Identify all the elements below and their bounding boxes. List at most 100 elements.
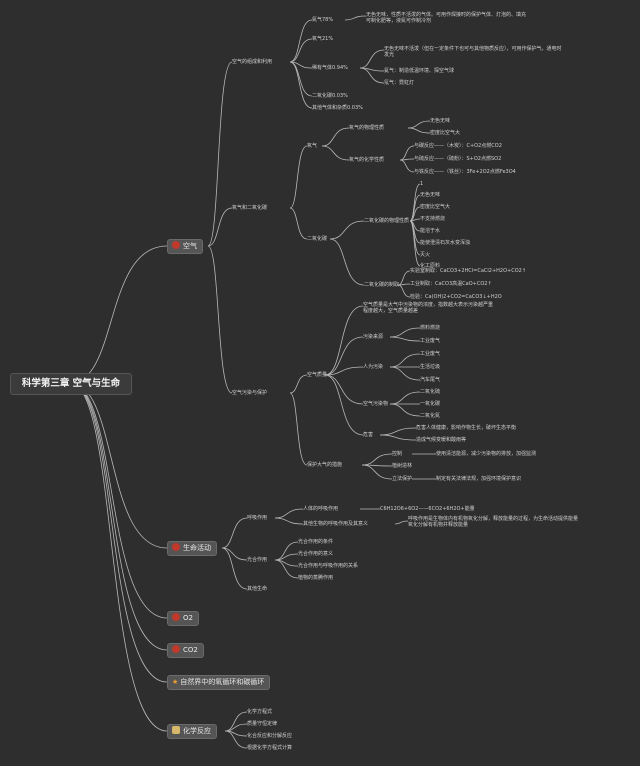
connector-line [274,541,299,561]
bag-icon [172,726,180,734]
node-source-2[interactable]: 工业废气 [420,338,441,344]
node-human-pollution[interactable]: 人为污染 [363,364,384,370]
node-type-2[interactable]: 一氧化碳 [420,401,441,407]
node-type-1[interactable]: 二氧化硫 [420,389,441,395]
node-n2[interactable]: 氮气78% [312,17,334,23]
node-oxygen[interactable]: 氧气 [307,143,318,149]
node-o2-physical[interactable]: 氧气的物理性质 [349,125,385,131]
node-pollution[interactable]: 空气污染与保护 [232,390,268,396]
node-protect-measures[interactable]: 保护大气的措施 [307,462,343,468]
node-harm[interactable]: 危害 [363,432,374,438]
node-rare-note[interactable]: 无色无味不活泼（但在一定条件下也可与其他物质反应），可用作保护气，通电时发光 [384,46,620,58]
node-co2-prep-3[interactable]: 检验：Ca(OH)2+CO2=CaCO3↓+H2O [410,294,502,300]
connector-line [329,220,365,240]
node-measure-3-note[interactable]: 制定有关法律法规，加强环境保护意识 [436,476,522,482]
node-co2-physical[interactable]: 二氧化碳的物理性质 [364,218,410,224]
node-source-1[interactable]: 燃料燃烧 [420,325,441,331]
topic-o2[interactable]: O2 [167,611,199,626]
node-type-3[interactable]: 二氧化氮 [420,413,441,419]
topic-air[interactable]: 空气 [167,239,203,254]
node-o2-chem-1[interactable]: 与碳反应——（木炭）：C+O2点燃CO2 [414,143,502,149]
connector-line [324,374,364,436]
connector-line [289,19,313,63]
node-human-3[interactable]: 汽车尾气 [420,377,441,383]
node-composition[interactable]: 空气的组成和利用 [232,59,273,65]
node-o2-chem-2[interactable]: 与硫反应——（硫粉）：S+O2点燃SO2 [414,156,502,162]
connector-line [224,711,248,732]
node-o2-share[interactable]: 氧气21% [312,36,334,42]
node-o2-phys-2[interactable]: 密度比空气大 [430,130,461,136]
node-co2-phys-1[interactable]: 无色无味 [420,192,441,198]
node-other-respiration[interactable]: 其他生物的呼吸作用及其意义 [303,521,369,527]
node-o2-co2[interactable]: 氧气和二氧化碳 [232,205,268,211]
node-rare-ne[interactable]: 氖气：霓虹灯 [384,80,415,86]
node-reaction-4[interactable]: 根据化学方程式计算 [247,745,293,751]
node-co2-phys-3[interactable]: 不支持燃烧 [420,216,446,222]
node-air-quality[interactable]: 空气质量 [307,372,328,378]
node-respiration[interactable]: 呼吸作用 [247,515,268,521]
node-measure-1-note[interactable]: 使用清洁能源，减少污染物的排放，加强监测 [436,451,537,457]
topic-co2[interactable]: CO2 [167,643,204,658]
circle-red-icon [172,645,180,653]
node-measure-2[interactable]: 植树造林 [392,463,413,469]
node-co2-phys-6[interactable]: 灭火 [420,252,431,258]
root-topic[interactable]: 科学第三章 空气与生命 [10,373,132,395]
topic-label: CO2 [183,646,198,654]
node-photo-3[interactable]: 光合作用与呼吸作用的关系 [298,563,359,569]
note-text: 可制化肥等，液氮可作制冷剂 [366,18,432,24]
topic-cycle[interactable]: ★自然界中的氧循环和碳循环 [167,675,271,690]
node-other-resp-note[interactable]: 呼吸作用是生物体内有机物氧化分解，释放能量的过程，为生命活动提供能量氧化分解有机… [408,516,636,528]
connector-line [207,245,233,394]
connector-line [69,382,168,683]
node-photo-4[interactable]: 植物的蒸腾作用 [298,575,334,581]
node-co2-prep-1[interactable]: 实验室制取：CaCO3+2HCl=CaCl2+H2O+CO2↑ [410,268,527,274]
node-co2-phys-2[interactable]: 密度比空气大 [420,204,451,210]
node-pollution-source[interactable]: 污染来源 [363,334,384,340]
node-carbon-dioxide[interactable]: 二氧化碳 [307,236,328,242]
node-human-2[interactable]: 生活垃圾 [420,364,441,370]
node-pollutant-types[interactable]: 空气污染物 [363,401,389,407]
node-co2-phys-0[interactable]: 1 [420,181,424,187]
node-human-respiration[interactable]: 人体的呼吸作用 [303,506,339,512]
node-o2-phys-1[interactable]: 无色无味 [430,118,451,124]
connector-line [379,427,417,436]
node-photo-1[interactable]: 光合作用的条件 [298,539,334,545]
connector-line [399,145,415,161]
node-co2-phys-4[interactable]: 能溶于水 [420,228,441,234]
node-co2-prep[interactable]: 二氧化碳的制取 [364,282,400,288]
node-rare-gas[interactable]: 稀有气体0.94% [312,65,348,71]
node-reaction-1[interactable]: 化学方程式 [247,709,273,715]
connector-line [207,61,233,247]
connector-line [289,38,313,63]
node-human-resp-note[interactable]: C6H12O6+6O2——6CO2+6H2O+能量 [380,506,475,512]
node-reaction-2[interactable]: 质量守恒定律 [247,721,278,727]
connector-line [207,207,233,247]
node-harm-2[interactable]: 造成气候变暖和酸雨等 [416,437,467,443]
node-reaction-3[interactable]: 化合反应和分解反应 [247,733,293,739]
node-co2-prep-2[interactable]: 工业制取：CaCO3高温CaO+CO2↑ [410,281,492,287]
connector-line [409,183,421,222]
node-measure-3[interactable]: 立法保护 [392,476,413,482]
node-co2-phys-7[interactable]: 化工原料 [420,263,441,269]
node-photo-2[interactable]: 光合作用的意义 [298,551,334,557]
node-o2-chem-3[interactable]: 与铁反应——（铁丝）：3Fe+2O2点燃Fe3O4 [414,169,516,175]
node-co2-phys-5[interactable]: 能使澄清石灰水变浑浊 [420,240,471,246]
topic-life-activity[interactable]: 生命活动 [167,541,217,556]
node-other-gas[interactable]: 其他气体和杂质0.03% [312,105,363,111]
node-rare-he[interactable]: 氦气：制造低温环境、探空气球 [384,68,455,74]
topic-chemical-reaction[interactable]: 化学反应 [167,724,217,739]
node-other-life[interactable]: 其他生命 [247,586,268,592]
node-harm-1[interactable]: 危害人体健康，影响作物生长，破坏生态平衡 [416,425,517,431]
node-human-1[interactable]: 工业废气 [420,351,441,357]
node-o2-chemical[interactable]: 氧气的化学性质 [349,157,385,163]
node-photosynthesis[interactable]: 光合作用 [247,557,268,563]
node-n2-note[interactable]: 无色无味，性质不活泼的气体。可用作焊接时的保护气体、灯泡的、填充可制化肥等，液氮… [366,12,596,24]
node-co2-share[interactable]: 二氧化碳0.03% [312,93,348,99]
connector-line [359,67,385,84]
node-quality-note[interactable]: 空气质量是大气中污染物的浓度，指数越大表示污染越严重程度越大，空气质量越差 [363,302,583,314]
connector-line [69,382,168,732]
circle-red-icon [172,613,180,621]
topic-label: 自然界中的氧循环和碳循环 [180,678,265,686]
node-measure-1[interactable]: 控制 [392,451,403,457]
connector-line [274,517,304,525]
